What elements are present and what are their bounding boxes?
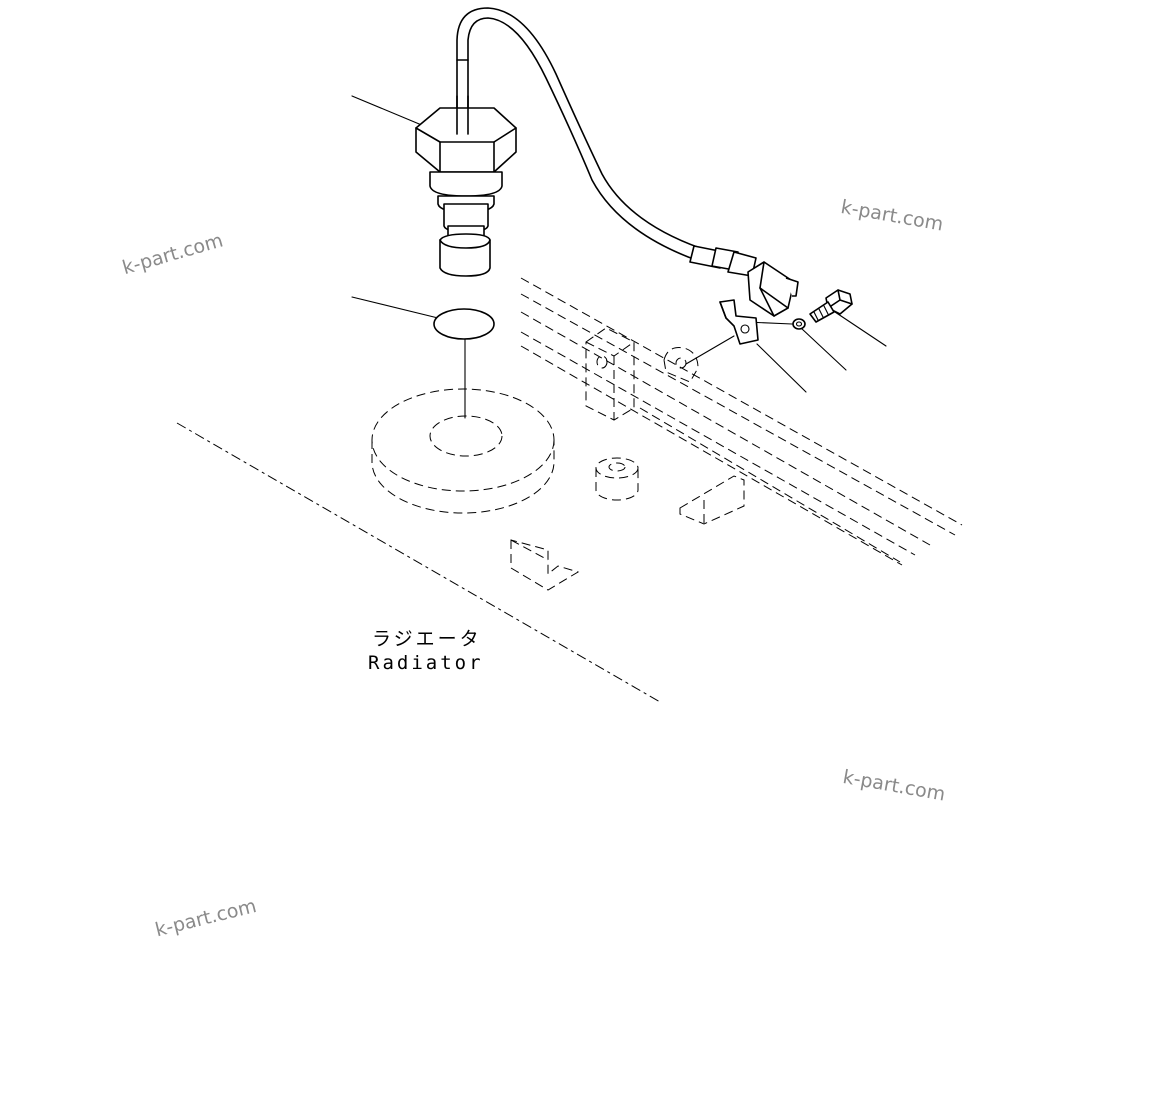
radiator-tank-rails: [520, 277, 963, 566]
spacer-collar: [595, 457, 639, 501]
radiator-ground-tab: [663, 347, 699, 383]
radiator-label-en: Radiator: [368, 652, 484, 674]
radiator-boss-ring: [371, 388, 555, 514]
angle-bracket-left: [510, 539, 580, 591]
angle-bracket-right: [679, 475, 745, 525]
bolt: [809, 289, 853, 323]
connector-body: [747, 261, 799, 317]
wire-sleeve: [689, 245, 757, 277]
sensor-threaded-body: [429, 171, 503, 277]
sensor-hex-head: [415, 107, 517, 173]
radiator-bracket-block: [585, 327, 635, 421]
o-ring-gasket: [433, 308, 495, 340]
sensor-wire: [456, 7, 701, 261]
radiator-centerline: [176, 422, 661, 703]
sensor-wire-entry: [456, 95, 469, 135]
washer: [792, 318, 806, 330]
clamp-bracket: [719, 299, 759, 345]
radiator-label-jp: ラジエータ: [372, 628, 482, 650]
